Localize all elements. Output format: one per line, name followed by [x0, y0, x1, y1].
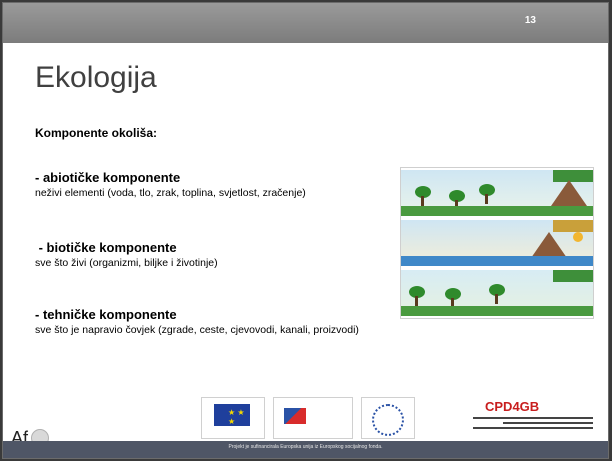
- cooperation-mark-icon: [372, 404, 404, 436]
- tree-trunk: [451, 298, 454, 308]
- panel-tag: [553, 270, 593, 282]
- esf-mark-icon: [284, 408, 306, 424]
- section-biotic: - biotičke komponente sve što živi (orga…: [35, 240, 218, 270]
- water-strip: [401, 256, 593, 266]
- tree-icon: [449, 190, 465, 202]
- ground-strip: [401, 306, 593, 316]
- tree-icon: [479, 184, 495, 196]
- tree-icon: [415, 186, 431, 198]
- panel-ecosystem: [401, 170, 593, 216]
- eu-logo: ★ ★ ★: [201, 397, 265, 439]
- cooperation-logo: [361, 397, 415, 439]
- section-heading: - tehničke komponente: [35, 307, 177, 322]
- mountain-icon: [531, 232, 567, 258]
- ecosystem-illustration: [400, 167, 594, 319]
- panel-tag: [553, 170, 593, 182]
- tree-trunk: [415, 296, 418, 306]
- tree-trunk: [421, 196, 424, 206]
- section-heading: - abiotičke komponente: [35, 170, 181, 185]
- cpd-logo: CPD4GB: [485, 399, 540, 414]
- tree-icon: [445, 288, 461, 300]
- tree-trunk: [495, 294, 498, 304]
- panel-tag: [553, 220, 593, 232]
- section-description: sve što živi (organizmi, biljke i životi…: [35, 257, 218, 269]
- mountain-icon: [551, 180, 587, 206]
- ground-strip: [401, 206, 593, 216]
- section-abiotic: - abiotičke komponente neživi elementi (…: [35, 170, 306, 200]
- section-description: sve što je napravio čovjek (zgrade, cest…: [35, 324, 359, 336]
- tree-icon: [409, 286, 425, 298]
- section-heading: - biotičke komponente: [35, 240, 177, 255]
- tree-icon: [489, 284, 505, 296]
- sun-icon: [573, 232, 583, 242]
- cpd-partner-lines: [473, 417, 593, 432]
- panel-biotic-factors: [401, 270, 593, 316]
- tree-trunk: [485, 194, 488, 204]
- section-description: neživi elementi (voda, tlo, zrak, toplin…: [35, 187, 306, 199]
- slide-title: Ekologija: [35, 61, 157, 94]
- eu-flag-icon: ★ ★ ★: [214, 404, 250, 426]
- slide-subtitle: Komponente okoliša:: [35, 126, 158, 140]
- footer-strip: [3, 441, 608, 458]
- esf-logo: [273, 397, 353, 439]
- panel-abiotic-factors: [401, 220, 593, 266]
- section-technical: - tehničke komponente sve što je napravi…: [35, 307, 359, 337]
- footer-funding-text: Projekt je sufinancirala Europska unija …: [228, 444, 383, 450]
- top-bar: 13: [3, 3, 608, 43]
- slide-number: 13: [524, 15, 536, 26]
- tree-trunk: [455, 200, 458, 210]
